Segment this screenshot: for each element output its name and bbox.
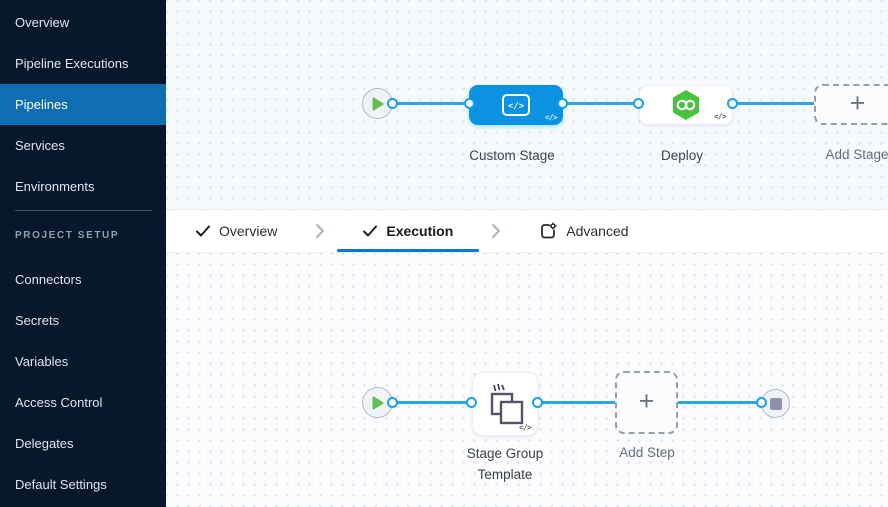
check-icon <box>363 225 378 237</box>
sidebar-item-pipelines[interactable]: Pipelines <box>0 84 166 125</box>
code-badge-icon: </> <box>544 113 558 122</box>
advanced-settings-icon <box>541 222 557 239</box>
tab-advanced-label: Advanced <box>566 223 629 239</box>
tab-execution-label: Execution <box>386 223 454 239</box>
link-dot <box>532 397 543 408</box>
link-dot <box>727 98 738 109</box>
link-dot <box>633 98 644 109</box>
link-dot <box>756 397 767 408</box>
stop-icon <box>769 397 782 410</box>
sidebar-item-environments[interactable]: Environments <box>15 179 95 194</box>
link-dot <box>387 397 398 408</box>
execution-graph-canvas: </> + Stage Group Template Add Step <box>166 253 888 507</box>
sidebar-item-pipeline-executions[interactable]: Pipeline Executions <box>15 56 129 71</box>
tab-overview-label: Overview <box>219 223 278 239</box>
stage-group-icon <box>490 383 524 425</box>
code-badge-icon: </> <box>518 423 532 432</box>
sidebar-item-default-settings[interactable]: Default Settings <box>15 477 107 492</box>
deploy-stage-node[interactable]: </> <box>639 85 733 125</box>
sidebar-item-variables[interactable]: Variables <box>15 354 69 369</box>
tab-advanced[interactable]: Advanced <box>513 210 654 252</box>
execution-connector-line <box>388 401 776 404</box>
stage-graph-canvas: </> </> </> + <box>166 0 888 209</box>
pipeline-studio-tabbar: Overview Execution <box>166 209 888 253</box>
link-dot <box>387 98 398 109</box>
main-content: </> </> </> + <box>166 0 888 507</box>
tab-execution[interactable]: Execution <box>337 210 480 252</box>
sidebar-divider <box>15 210 152 211</box>
svg-text:</>: </> <box>508 102 525 112</box>
plus-icon: + <box>638 385 655 416</box>
link-dot <box>464 98 475 109</box>
code-badge-icon: </> <box>713 112 727 121</box>
sidebar-item-connectors[interactable]: Connectors <box>15 272 82 287</box>
sidebar-item-access-control[interactable]: Access Control <box>15 395 103 410</box>
play-icon <box>372 97 383 110</box>
sidebar-item-services[interactable]: Services <box>15 138 65 153</box>
sidebar: Overview Pipeline Executions Pipelines S… <box>0 0 166 507</box>
chevron-right-icon <box>316 210 325 252</box>
chevron-right-icon <box>492 210 501 252</box>
deploy-cd-icon <box>673 90 699 120</box>
sidebar-item-delegates[interactable]: Delegates <box>15 436 74 451</box>
add-stage-label: Add Stage <box>825 147 888 162</box>
add-step-label: Add Step <box>619 445 675 460</box>
link-dot <box>466 397 477 408</box>
link-dot <box>557 98 568 109</box>
stage-group-template-label: Stage Group Template <box>466 446 544 482</box>
custom-stage-label: Custom Stage <box>469 148 555 163</box>
add-step-button[interactable]: + <box>615 371 678 434</box>
plus-icon: + <box>849 87 866 118</box>
play-icon <box>372 396 383 409</box>
stage-group-template-node[interactable]: </> <box>472 372 538 436</box>
custom-stage-icon: </> <box>502 94 530 116</box>
sidebar-item-overview[interactable]: Overview <box>15 15 70 30</box>
deploy-stage-label: Deploy <box>660 148 704 163</box>
project-setup-section-label: PROJECT SETUP <box>15 229 120 241</box>
tab-overview[interactable]: Overview <box>170 210 303 252</box>
custom-stage-node[interactable]: </> </> <box>469 85 563 125</box>
add-stage-button[interactable]: + <box>814 84 888 125</box>
check-icon <box>196 225 210 237</box>
sidebar-item-secrets[interactable]: Secrets <box>15 313 60 328</box>
